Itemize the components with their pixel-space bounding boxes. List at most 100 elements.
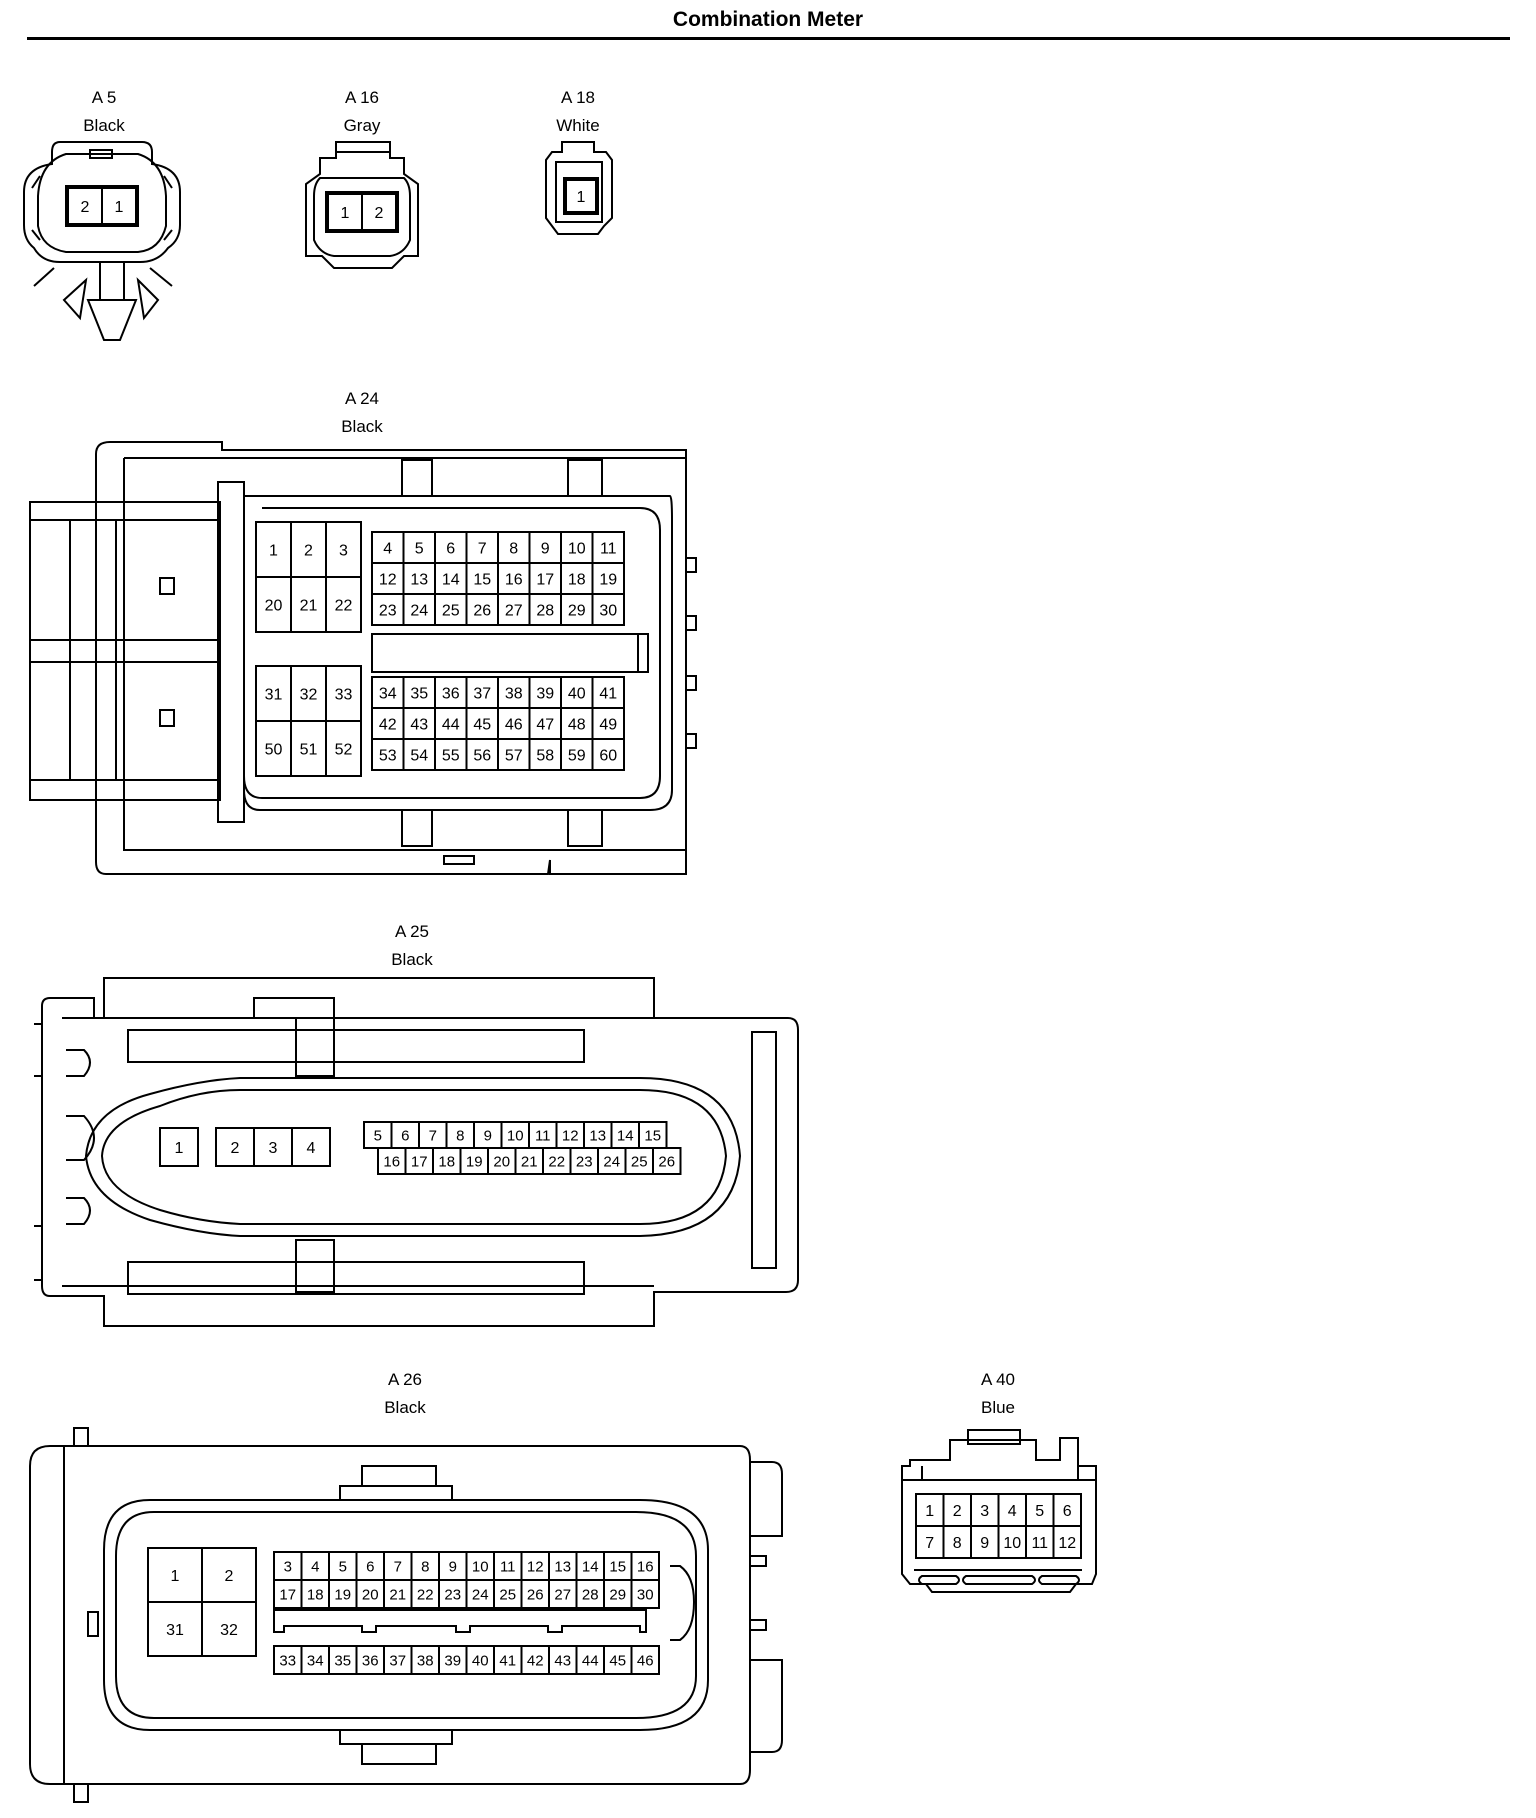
- pin-number: 29: [609, 1586, 626, 1603]
- pin-number: 52: [335, 741, 353, 758]
- pin-number: 27: [554, 1586, 571, 1603]
- pin-number: 53: [379, 747, 397, 764]
- pin-number: 14: [442, 571, 460, 588]
- pin-number: 28: [582, 1586, 599, 1603]
- pin-number: 26: [527, 1586, 544, 1603]
- pin-number: 42: [379, 716, 397, 733]
- pin-cell: [363, 1121, 393, 1149]
- pin-number: 6: [401, 1127, 409, 1144]
- pin-number: 43: [554, 1652, 571, 1669]
- pin-number: 6: [366, 1558, 374, 1575]
- pin-number: 9: [449, 1558, 457, 1575]
- pin-number: 1: [341, 205, 350, 222]
- pin-number: 3: [339, 542, 348, 559]
- pin-cell: [327, 193, 363, 231]
- pin-number: 22: [335, 597, 353, 614]
- pin-number: 11: [500, 1558, 516, 1575]
- pin-number: 12: [1058, 1535, 1076, 1552]
- pin-cell: [652, 1147, 682, 1175]
- pin-number: 3: [980, 1503, 989, 1520]
- pin-cell: [273, 1579, 303, 1609]
- pin-number: 39: [444, 1652, 461, 1669]
- pin-number: 22: [417, 1586, 434, 1603]
- pin-number: 3: [269, 1140, 278, 1157]
- pin-number: 5: [374, 1127, 382, 1144]
- pin-cell: [410, 1645, 440, 1675]
- pin-number: 18: [438, 1153, 455, 1170]
- pin-number: 11: [1031, 1535, 1048, 1552]
- pin-number: 7: [478, 540, 487, 557]
- pin-number: 5: [415, 540, 424, 557]
- pin-cell: [493, 1645, 523, 1675]
- pin-number: 45: [609, 1652, 626, 1669]
- pin-number: 41: [499, 1652, 516, 1669]
- pin-cell: [548, 1579, 578, 1609]
- pin-cell: [630, 1645, 660, 1675]
- pin-cell: [528, 593, 562, 626]
- pin-cell: [1025, 1525, 1055, 1559]
- pin-number: 19: [466, 1153, 483, 1170]
- pin-cell: [630, 1579, 660, 1609]
- connector-a16-body: [305, 141, 419, 269]
- pin-number: 21: [300, 597, 318, 614]
- connector-code: A 26: [387, 1370, 423, 1389]
- pin-number: 36: [362, 1652, 379, 1669]
- pin-number: 48: [568, 716, 586, 733]
- pin-cell: [371, 593, 405, 626]
- pin-number: 13: [410, 571, 428, 588]
- pin-number: 11: [535, 1127, 551, 1144]
- pin-cell: [465, 738, 499, 771]
- pin-cell: [434, 531, 468, 564]
- pin-number: 46: [637, 1652, 654, 1669]
- pin-number: 20: [265, 597, 283, 614]
- pin-number: 3: [284, 1558, 292, 1575]
- pin-number: 4: [311, 1558, 319, 1575]
- pin-number: 7: [925, 1535, 934, 1552]
- pin-cell: [328, 1579, 358, 1609]
- pin-number: 20: [362, 1586, 379, 1603]
- pin-number: 7: [394, 1558, 402, 1575]
- pin-number: 36: [442, 685, 460, 702]
- pin-cell: [325, 720, 362, 777]
- pin-number: 16: [383, 1153, 400, 1170]
- pin-cell: [497, 738, 531, 771]
- pin-number: 24: [410, 602, 428, 619]
- pin-cell: [630, 1551, 660, 1581]
- pin-number: 10: [507, 1127, 524, 1144]
- pin-number: 8: [421, 1558, 429, 1575]
- pin-cell: [434, 593, 468, 626]
- connector-a40-label: A 40 Blue: [958, 1366, 1038, 1422]
- pin-cell: [555, 1121, 585, 1149]
- connector-code: A 24: [344, 389, 380, 408]
- pin-number: 6: [1063, 1503, 1072, 1520]
- pin-number: 8: [509, 540, 518, 557]
- pin-number: 57: [505, 747, 523, 764]
- pin-number: 10: [472, 1558, 489, 1575]
- connector-color: Black: [83, 116, 125, 135]
- pin-number: 23: [379, 602, 397, 619]
- pin-cell: [201, 1601, 257, 1657]
- pin-number: 9: [484, 1127, 492, 1144]
- pin-number: 32: [220, 1622, 238, 1639]
- pin-number: 13: [589, 1127, 606, 1144]
- connector-a24-body: [29, 441, 697, 875]
- pin-cell: [591, 562, 625, 595]
- pin-number: 38: [417, 1652, 434, 1669]
- pin-number: 9: [541, 540, 550, 557]
- pin-cell: [390, 1121, 420, 1149]
- pin-number: 18: [307, 1586, 324, 1603]
- pin-cell: [497, 676, 531, 709]
- connector-a40-body: [901, 1429, 1097, 1593]
- pin-number: 28: [536, 602, 554, 619]
- pin-number: 21: [389, 1586, 406, 1603]
- pin-cell: [465, 1645, 495, 1675]
- pin-number: 1: [577, 189, 586, 206]
- pin-cell: [569, 1147, 599, 1175]
- pin-cell: [201, 1547, 257, 1603]
- pin-cell: [497, 707, 531, 740]
- pin-number: 16: [505, 571, 523, 588]
- pin-cell: [159, 1127, 199, 1167]
- pin-cell: [465, 593, 499, 626]
- pin-number: 11: [600, 540, 617, 557]
